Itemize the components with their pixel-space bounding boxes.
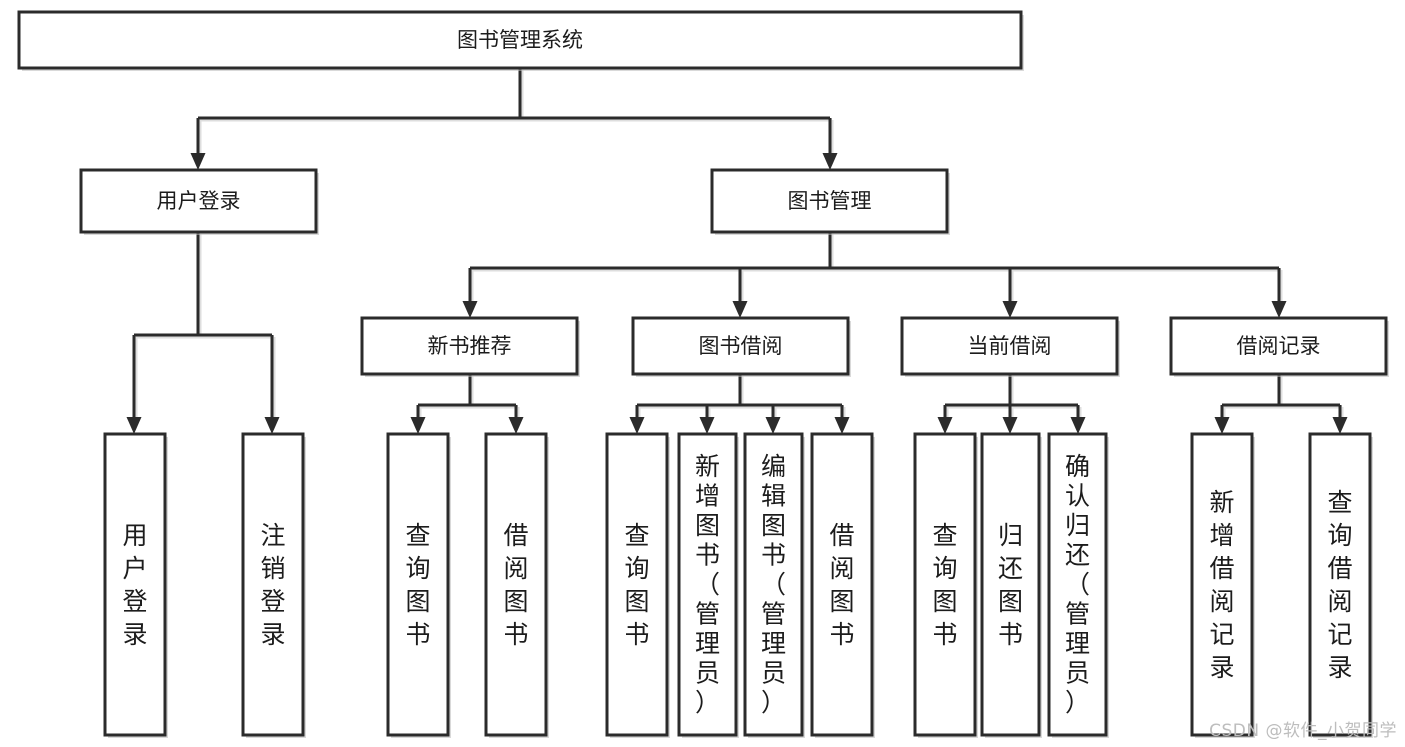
node-label-login: 用户登录: [157, 189, 241, 213]
connector-shadow: [470, 234, 1283, 306]
arrow-head-icon: [1070, 417, 1086, 434]
node-box-leaf-3[interactable]: [386, 432, 450, 737]
node-label-root: 图书管理系统: [457, 28, 583, 52]
arrow-head-icon: [1002, 417, 1018, 434]
arrow-head-icon: [765, 417, 781, 434]
arrow-head-icon: [699, 417, 715, 434]
connector-shadow: [198, 70, 834, 158]
node-box-leaf-2[interactable]: [241, 432, 305, 737]
node-label-leaf-4: 借阅图书: [503, 521, 528, 649]
node-box-leaf-10[interactable]: [980, 432, 1041, 737]
arrow-head-icon: [1214, 417, 1230, 434]
arrow-head-icon: [1271, 301, 1287, 318]
node-box-borrow[interactable]: [631, 316, 850, 376]
connector-record: [1220, 374, 1342, 420]
arrow-head-icon: [937, 417, 953, 434]
connector-shadow: [945, 376, 1082, 422]
connector-shadow: [134, 234, 276, 422]
node-label-leaf-13: 查询借阅记录: [1327, 488, 1352, 682]
node-label-current: 当前借阅: [968, 334, 1052, 358]
connector-shadow: [637, 376, 846, 422]
connector-layer: [126, 68, 1348, 434]
arrow-head-icon: [629, 417, 645, 434]
node-label-leaf-6: 新增图书（管理员）: [695, 452, 720, 717]
node-box-leaf-4[interactable]: [484, 432, 548, 737]
arrow-head-icon: [508, 417, 524, 434]
connector-shadow: [1222, 376, 1344, 422]
node-label-leaf-2: 注销登录: [260, 521, 285, 649]
node-label-leaf-9: 查询图书: [932, 521, 957, 649]
node-label-leaf-12: 新增借阅记录: [1209, 488, 1234, 682]
node-box-leaf-11[interactable]: [1047, 432, 1108, 737]
node-box-root[interactable]: [17, 10, 1023, 70]
node-label-leaf-7: 编辑图书（管理员）: [761, 452, 786, 717]
node-box-leaf-7[interactable]: [743, 432, 804, 737]
node-box-leaf-13[interactable]: [1308, 432, 1372, 737]
connector-newbook: [416, 374, 518, 420]
node-box-leaf-6[interactable]: [677, 432, 738, 737]
node-label-leaf-3: 查询图书: [405, 521, 430, 649]
node-label-bookmgmt: 图书管理: [788, 189, 872, 213]
arrow-head-icon: [822, 153, 838, 170]
arrow-head-icon: [1332, 417, 1348, 434]
arrow-head-icon: [1002, 301, 1018, 318]
connector-current: [943, 374, 1080, 420]
arrow-head-icon: [834, 417, 850, 434]
node-box-bookmgmt[interactable]: [710, 168, 949, 234]
node-box-record[interactable]: [1169, 316, 1388, 376]
connector-login: [132, 232, 274, 420]
node-box-leaf-12[interactable]: [1190, 432, 1254, 737]
node-label-borrow: 图书借阅: [699, 334, 783, 358]
connector-shadow: [418, 376, 520, 422]
node-label-newbook: 新书推荐: [428, 334, 512, 358]
node-box-leaf-8[interactable]: [810, 432, 874, 737]
node-box-leaf-1[interactable]: [103, 432, 167, 737]
node-label-record: 借阅记录: [1237, 334, 1321, 358]
connector-borrow: [635, 374, 844, 420]
arrow-head-icon: [732, 301, 748, 318]
arrow-head-icon: [462, 301, 478, 318]
node-label-leaf-8: 借阅图书: [829, 521, 854, 649]
node-label-leaf-1: 用户登录: [122, 521, 147, 649]
arrow-head-icon: [190, 153, 206, 170]
node-label-leaf-5: 查询图书: [624, 521, 649, 649]
node-box-leaf-5[interactable]: [605, 432, 669, 737]
node-label-leaf-10: 归还图书: [998, 521, 1023, 649]
node-box-leaf-9[interactable]: [913, 432, 977, 737]
node-label-leaf-11: 确认归还（管理员）: [1065, 452, 1090, 717]
connector-root: [196, 68, 832, 156]
watermark-label: CSDN @软件_小贺同学: [1209, 721, 1397, 741]
arrow-head-icon: [410, 417, 426, 434]
node-box-login[interactable]: [79, 168, 318, 234]
arrow-head-icon: [264, 417, 280, 434]
arrow-head-icon: [126, 417, 142, 434]
connector-bookmgmt: [468, 232, 1281, 304]
node-layer: 图书管理系统用户登录图书管理新书推荐图书借阅当前借阅借阅记录用户登录注销登录查询…: [17, 10, 1389, 738]
node-box-newbook[interactable]: [360, 316, 579, 376]
node-box-current[interactable]: [900, 316, 1119, 376]
